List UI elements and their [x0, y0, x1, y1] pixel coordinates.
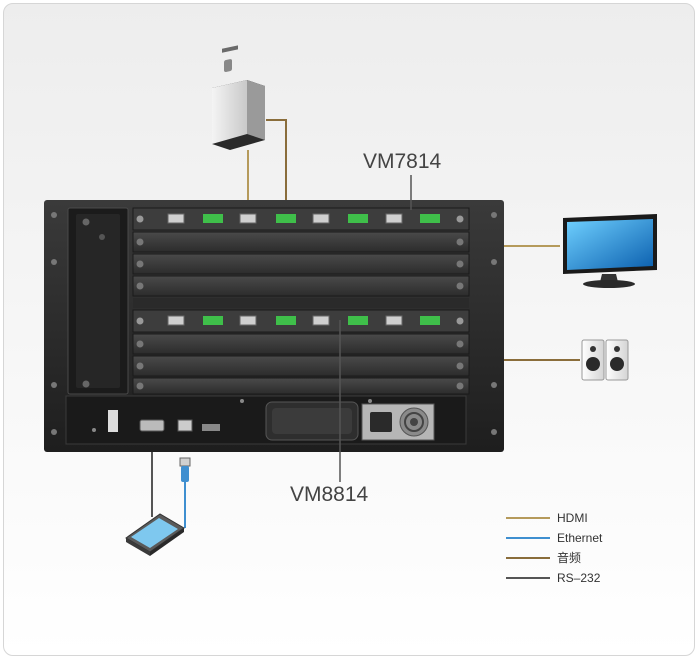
speakers-icon: [581, 339, 629, 381]
pc-audio-cable: [266, 119, 287, 210]
ethernet-connector-icon: [179, 457, 191, 482]
bottom-card-ports: [167, 315, 440, 326]
vm8814-label: VM8814: [290, 483, 369, 506]
pc-tower-icon: [212, 45, 265, 150]
matrix-chassis: [44, 200, 504, 452]
legend-label-audio: 音频: [557, 550, 581, 565]
top-card-ports: [167, 213, 440, 224]
legend-label-hdmi: HDMI: [557, 511, 588, 525]
legend-label-rs232: RS–232: [557, 571, 601, 585]
legend-label-ethernet: Ethernet: [557, 531, 603, 545]
vm7814-label: VM7814: [363, 150, 442, 173]
legend: HDMI Ethernet 音频 RS–232: [506, 511, 603, 585]
monitor-icon: [563, 214, 657, 288]
touch-panel-icon: [125, 513, 185, 556]
